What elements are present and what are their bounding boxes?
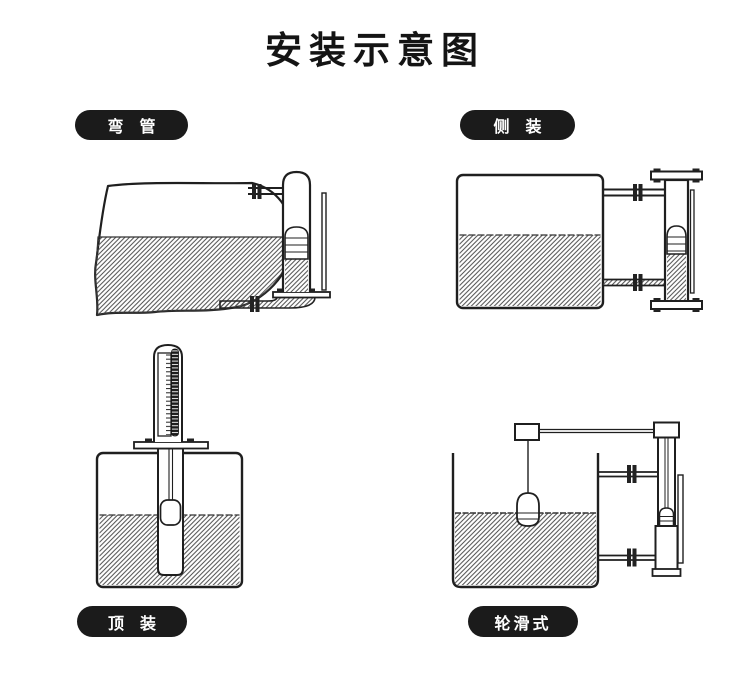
guide-tube <box>157 447 184 576</box>
flange <box>252 184 256 199</box>
bolt <box>309 288 315 292</box>
flange <box>627 465 631 483</box>
float <box>666 225 687 255</box>
label-pulley-type: 轮滑式 <box>468 606 578 637</box>
flange <box>638 184 643 201</box>
flange <box>638 274 643 291</box>
gauge-bottom-plate <box>272 291 331 299</box>
elbow-pipe-diagram <box>94 170 331 317</box>
bolt <box>145 438 152 442</box>
wall-connection-arms <box>598 465 658 567</box>
tank <box>455 173 605 310</box>
indicator-rail <box>689 189 695 294</box>
top-connection-pipe <box>603 184 665 201</box>
flange <box>627 548 631 567</box>
side-mount-diagram <box>455 168 703 312</box>
page-title: 安装示意图 <box>265 30 485 71</box>
float <box>159 499 182 526</box>
float <box>284 226 309 260</box>
bolt <box>277 288 283 292</box>
inner-wire <box>664 436 669 508</box>
flange <box>632 465 637 483</box>
bottom-connection-pipe <box>603 274 665 291</box>
pulley-type-diagram <box>451 421 684 589</box>
level-gauge-tube <box>281 170 327 292</box>
top-mount-diagram <box>95 343 244 589</box>
indicator-head <box>153 343 183 442</box>
bottom-flange-cap <box>650 298 703 312</box>
flapper-column <box>171 348 179 437</box>
flange <box>632 548 637 567</box>
pulley-box-right <box>653 421 680 439</box>
float-ball <box>516 492 540 527</box>
tank-broken-view <box>94 181 295 317</box>
flange <box>255 296 260 312</box>
base-plate <box>651 568 682 577</box>
pulley-box-left <box>514 423 540 441</box>
flange <box>633 184 637 201</box>
indicator-plate <box>677 474 684 564</box>
top-flange-cap <box>650 168 703 183</box>
float-rod <box>168 448 174 501</box>
top-connection-pipe <box>248 184 283 199</box>
scale-ticks <box>158 354 171 435</box>
label-elbow-pipe: 弯 管 <box>75 110 188 140</box>
gauge-liquid <box>667 250 686 301</box>
gauge-column <box>651 421 684 577</box>
level-gauge-tube <box>650 168 703 312</box>
indicator-rail <box>321 192 327 291</box>
pulley-wire <box>539 428 655 434</box>
flange <box>633 274 637 291</box>
liquid-hatch <box>94 236 293 316</box>
bolt <box>187 438 194 442</box>
flange <box>250 296 254 312</box>
pulley-and-float <box>514 423 655 527</box>
flange <box>257 184 262 199</box>
label-side-mount: 侧 装 <box>460 110 575 140</box>
label-top-mount: 顶 装 <box>77 606 187 637</box>
liquid-hatch <box>459 235 601 306</box>
